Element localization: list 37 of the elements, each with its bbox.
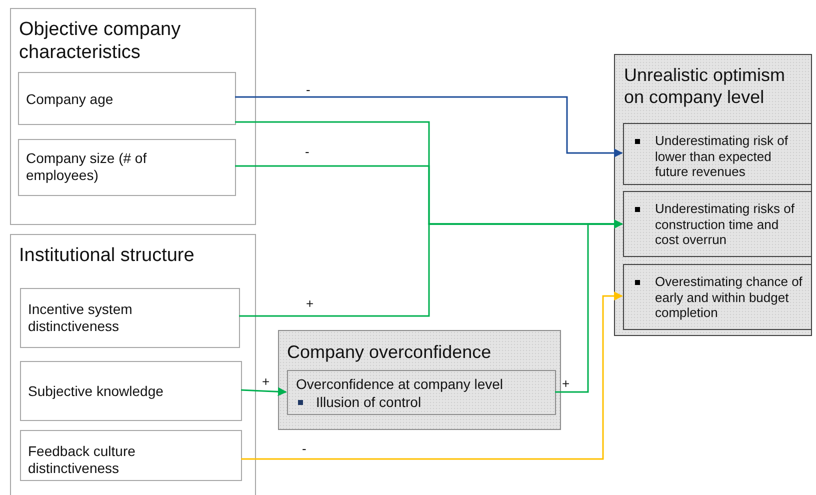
factor-box [20, 288, 240, 348]
outcome-box [623, 264, 812, 330]
panel-heading: Company overconfidence [287, 342, 492, 364]
factor-box [18, 72, 236, 125]
edge-label: + [305, 297, 315, 310]
edge-label: + [261, 375, 271, 388]
outcome-box [623, 123, 812, 185]
edge-label: - [305, 83, 312, 96]
group-panel [10, 8, 256, 225]
box-label: Company age [26, 91, 114, 108]
factor-box [20, 430, 242, 481]
bullet-text: Underestimating risk of lower than expected future revenues [655, 133, 789, 180]
outcome-box [623, 191, 812, 257]
factor-box [20, 361, 242, 421]
construct-panel [278, 330, 561, 430]
arrow [240, 387, 287, 396]
bullet-text: Illusion of control [316, 394, 422, 411]
factor-box [18, 139, 236, 196]
panel-heading: Objective company characteristics [19, 19, 182, 65]
construct-box [287, 370, 556, 415]
edge-label: + [561, 377, 571, 390]
box-label: Company size (# of employees) [26, 150, 148, 184]
edge-label: - [304, 145, 310, 158]
group-panel [10, 234, 256, 495]
box-label: Incentive system distinctiveness [28, 301, 134, 335]
bullet-text: Overestimating chance of early and within budget completion [655, 274, 804, 321]
arrow [241, 292, 623, 460]
box-label: Overconfidence at company level [296, 376, 504, 393]
bullet-text: Underestimating risks of construction time and cost overrun [655, 201, 796, 248]
outcome-panel [614, 54, 812, 336]
arrow [235, 96, 623, 158]
box-label: Feedback culture distinctiveness [28, 443, 136, 477]
panel-heading: Institutional structure [19, 245, 196, 268]
box-label: Subjective knowledge [28, 383, 164, 400]
edge-label: - [301, 442, 308, 455]
panel-heading: Unrealistic optimism on company level [624, 65, 786, 108]
arrow [555, 220, 623, 393]
